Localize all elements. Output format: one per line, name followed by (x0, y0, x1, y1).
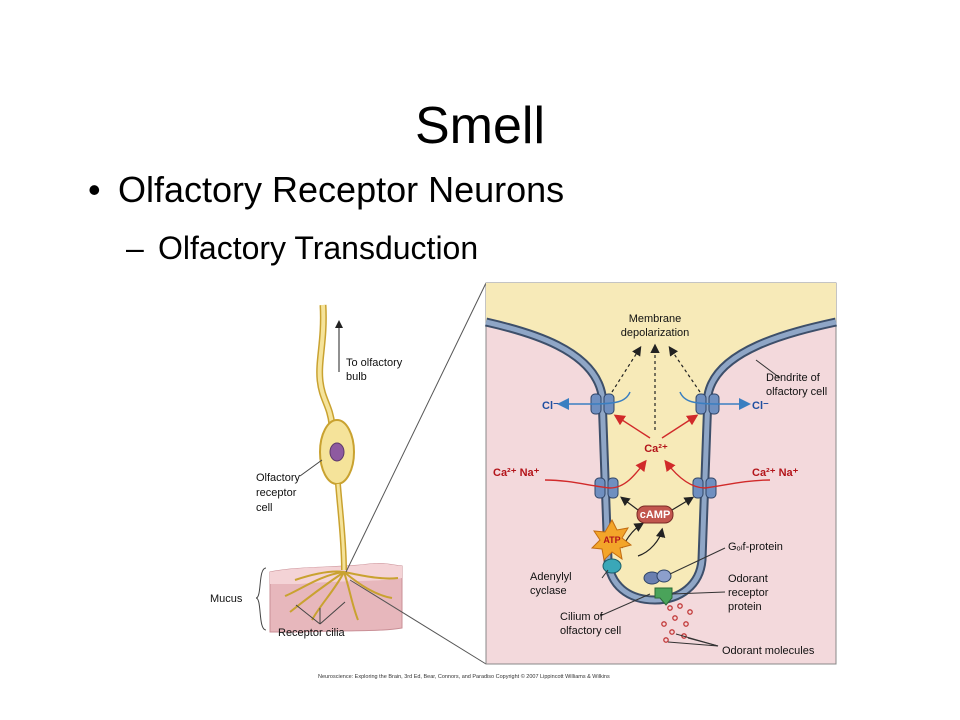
receptor-cilia (284, 570, 399, 621)
bullet-marker: • (88, 169, 101, 210)
label-ca-center: Ca²⁺ (644, 443, 668, 455)
label-receptor-cilia: Receptor cilia (278, 627, 346, 639)
adenylyl-cyclase-shape (602, 558, 622, 574)
label-cl-left: Cl⁻ (542, 400, 559, 412)
neuron-labels: To olfactory bulb Olfactory receptor cel… (210, 357, 403, 639)
label-receptor-word: receptor (728, 587, 769, 599)
label-ca-na-right: Ca²⁺ Na⁺ (752, 467, 799, 479)
label-odorant: Odorant (728, 573, 768, 585)
label-to-olfactory: To olfactory (346, 357, 403, 369)
nucleus (329, 442, 345, 462)
mucus-bracket (255, 567, 267, 631)
sub-bullet-text: Olfactory Transduction (158, 230, 479, 266)
label-depolarization: depolarization (621, 327, 690, 339)
odorant-molecules (661, 603, 693, 643)
olfactory-neuron-illustration (255, 282, 487, 665)
label-bulb: bulb (346, 371, 367, 383)
label-golf-protein: Gₒₗf-protein (728, 541, 783, 553)
bullet-olfactory-receptor-neurons: • Olfactory Receptor Neurons (88, 168, 564, 212)
dendrite-zoom-panel: cAMP ATP (485, 282, 837, 665)
camp-badge (636, 505, 674, 524)
bullet-text: Olfactory Receptor Neurons (118, 169, 565, 210)
label-cell: cell (256, 502, 273, 514)
cl-efflux-arrows (557, 391, 751, 410)
g-protein-shape (643, 569, 672, 585)
panel-labels: Membrane depolarization Dendrite of olfa… (493, 313, 827, 657)
dendrite-interior (486, 283, 836, 600)
label-membrane: Membrane (629, 313, 682, 325)
calcium-arrows (544, 414, 771, 489)
odorant-receptor-shape (654, 587, 673, 606)
slide-title: Smell (414, 97, 546, 155)
label-cyclase: cyclase (530, 585, 567, 597)
depolarization-arrows (611, 343, 701, 430)
panel-pointers (599, 359, 781, 647)
label-cilium-of: Cilium of (560, 611, 604, 623)
label-receptor: receptor (256, 487, 297, 499)
label-protein: protein (728, 601, 762, 613)
label-odorant-molecules: Odorant molecules (722, 645, 815, 657)
camp-label: cAMP (640, 509, 671, 521)
sub-bullet-marker: – (126, 230, 144, 266)
sub-bullet-olfactory-transduction: –Olfactory Transduction (126, 228, 478, 268)
label-cilium-olfactory-cell: olfactory cell (560, 625, 621, 637)
label-dendrite-of: Dendrite of (766, 372, 821, 384)
atp-starburst (590, 518, 633, 562)
label-olfactory-cell: olfactory cell (766, 386, 827, 398)
label-ca-na-left: Ca²⁺ Na⁺ (493, 467, 540, 479)
label-cl-right: Cl⁻ (752, 400, 769, 412)
label-mucus: Mucus (210, 593, 243, 605)
cation-channel-right (692, 477, 717, 499)
label-adenylyl: Adenylyl (530, 571, 572, 583)
atp-label: ATP (603, 535, 620, 545)
figure-credit: Neuroscience: Exploring the Brain, 3rd E… (318, 673, 610, 680)
label-olfactory: Olfactory (256, 472, 301, 484)
